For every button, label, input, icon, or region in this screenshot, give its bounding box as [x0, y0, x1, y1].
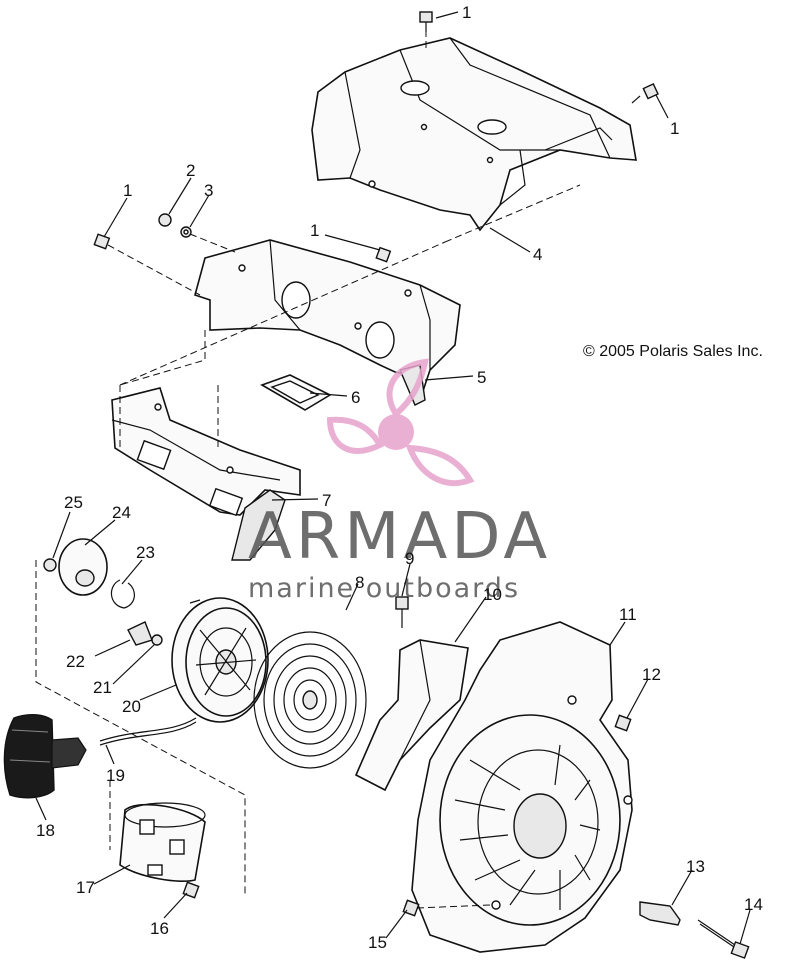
bracket-part-7 [231, 489, 286, 561]
cup-part-17 [119, 802, 206, 883]
nut-part-12 [614, 714, 632, 732]
callout-10: 10 [483, 585, 502, 604]
bolt-part-1-left [93, 233, 111, 250]
callout-9: 9 [405, 549, 414, 568]
callout-7: 7 [322, 491, 331, 510]
callout-numbers: 1 1 1 1 2 3 4 5 6 7 8 9 10 11 12 13 14 1… [36, 3, 763, 952]
watermark-title: ARMADA [248, 500, 551, 574]
callout-18: 18 [36, 821, 55, 840]
callout-23: 23 [136, 543, 155, 562]
callout-1-mid: 1 [310, 221, 319, 240]
handle-part-18 [3, 713, 87, 799]
gasket-part-6 [260, 374, 332, 411]
clip-part-13 [639, 901, 681, 926]
bolt-part-15 [402, 899, 491, 917]
rope-part-19 [99, 717, 197, 746]
callout-2: 2 [186, 161, 195, 180]
lower-bracket [111, 387, 301, 517]
callout-4: 4 [533, 245, 542, 264]
leader-lines [35, 11, 751, 945]
fan-housing-part-11 [411, 621, 633, 953]
upper-shroud-part-4 [311, 37, 637, 232]
callout-16: 16 [150, 919, 169, 938]
callout-19: 19 [106, 766, 125, 785]
callout-3: 3 [204, 181, 213, 200]
callout-25: 25 [64, 493, 83, 512]
callout-24: 24 [112, 503, 131, 522]
pulley-part-24 [58, 538, 108, 596]
callout-13: 13 [686, 857, 705, 876]
callout-11: 11 [619, 605, 637, 624]
bolt-part-16 [182, 881, 200, 899]
watermark-logo [326, 358, 475, 487]
callout-1-left: 1 [123, 181, 132, 200]
bolt-part-1-mid [375, 246, 392, 263]
callout-12: 12 [642, 665, 661, 684]
pawl-part-22 [127, 621, 153, 646]
watermark-subtitle: marine outboards [248, 573, 520, 604]
bolt-part-9 [395, 596, 409, 628]
callout-5: 5 [477, 368, 486, 387]
spring-clip-part-23 [110, 579, 135, 609]
nut-part-25 [43, 558, 57, 572]
bolt-part-1-right [631, 83, 659, 104]
washer-part-3 [180, 226, 192, 238]
callout-20: 20 [122, 697, 141, 716]
callout-1-right: 1 [670, 119, 679, 138]
callout-22: 22 [66, 652, 85, 671]
copyright-notice: © 2005 Polaris Sales Inc. [583, 343, 763, 360]
callout-1-top: 1 [462, 3, 471, 22]
callout-21: 21 [93, 678, 112, 697]
callout-15: 15 [368, 933, 387, 952]
recoil-reel-part-20 [171, 597, 269, 723]
bracket-part-10 [354, 639, 469, 792]
callout-8: 8 [355, 573, 364, 592]
pin-part-21 [151, 634, 163, 646]
nut-part-2 [158, 213, 172, 227]
callout-6: 6 [351, 388, 360, 407]
bolt-part-14 [697, 919, 750, 959]
callout-14: 14 [744, 895, 763, 914]
bolt-part-1-top [419, 11, 433, 32]
callout-17: 17 [76, 878, 95, 897]
recoil-spring-part-8 [253, 631, 367, 769]
